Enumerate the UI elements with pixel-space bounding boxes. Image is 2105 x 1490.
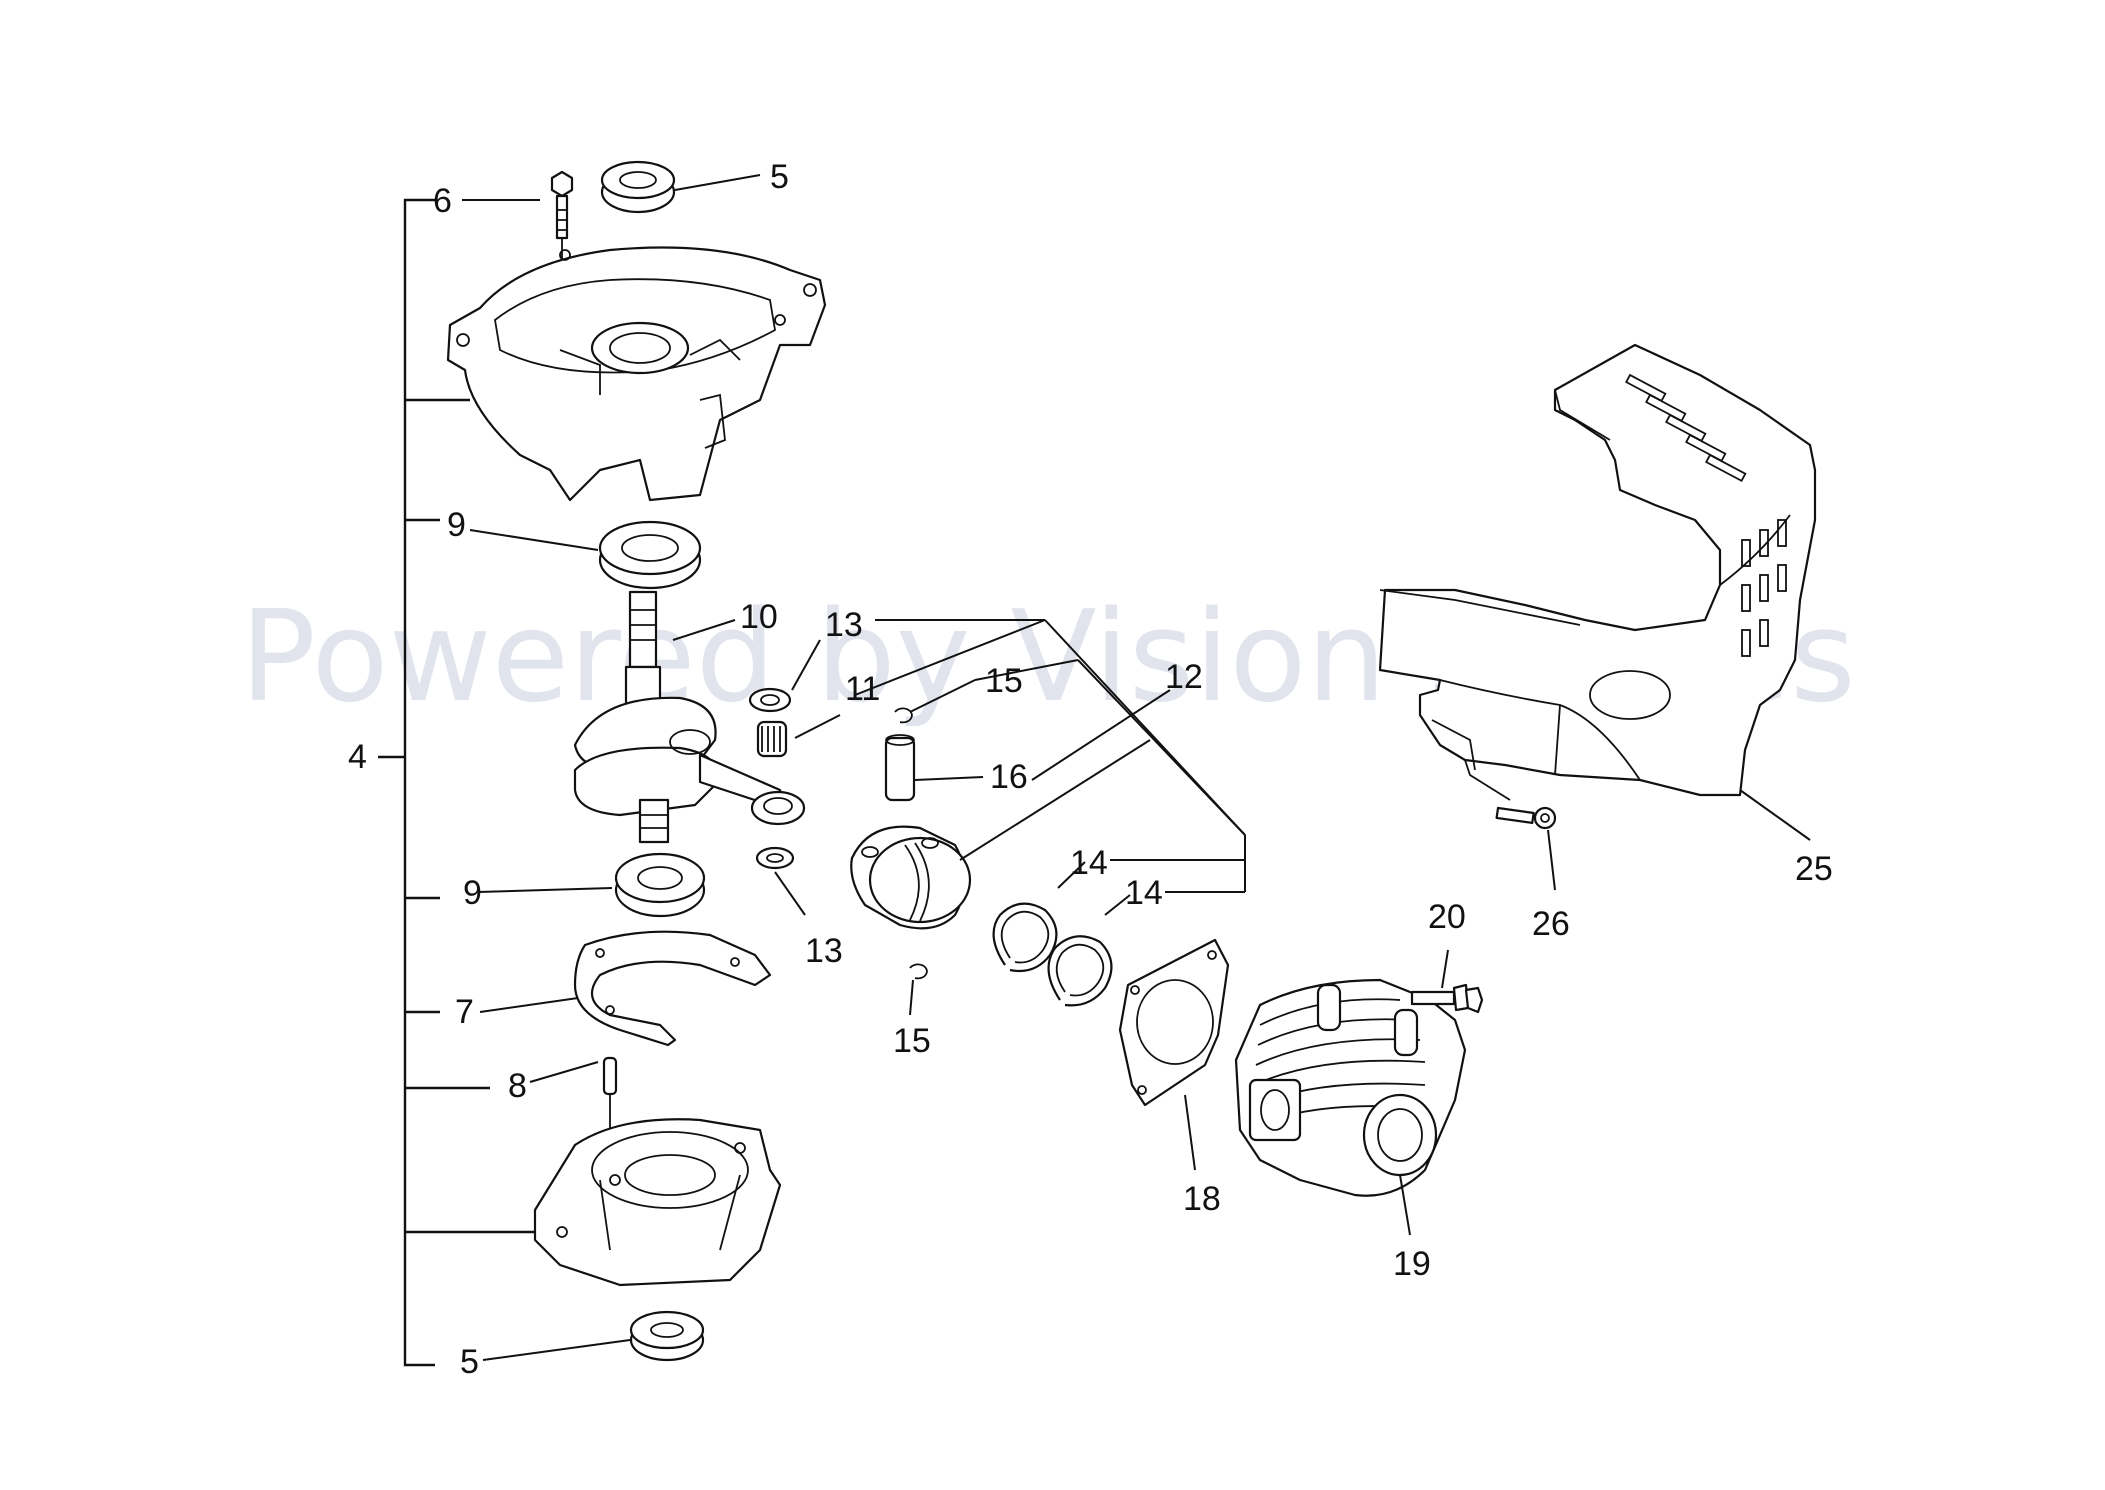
callout-5-top: 5 [770, 158, 789, 196]
callout-15-top: 15 [985, 662, 1023, 700]
cylinder-cover [1378, 343, 1817, 797]
callout-18: 18 [1183, 1180, 1221, 1218]
washer-bottom [755, 846, 795, 870]
callout-5-bottom: 5 [460, 1343, 479, 1381]
piston [850, 825, 972, 930]
bearing-top [598, 520, 702, 590]
circlip-bottom [909, 963, 928, 980]
crankshaft [573, 590, 806, 844]
callout-7: 7 [455, 993, 474, 1031]
callout-6: 6 [433, 182, 452, 220]
piston-ring-b [1047, 935, 1113, 1007]
callout-14-b: 14 [1125, 874, 1163, 912]
upper-crankcase [446, 246, 827, 502]
leader-lines [462, 174, 1811, 1361]
oil-seal-bottom [629, 1310, 705, 1362]
callout-9-top: 9 [447, 506, 466, 544]
cover-vent-slots [1625, 373, 1787, 657]
callout-14-a: 14 [1070, 844, 1108, 882]
circlip-top [894, 707, 913, 724]
callout-16: 16 [990, 758, 1028, 796]
callout-13-top: 13 [825, 606, 863, 644]
piston-pin [884, 734, 916, 802]
washer-top [748, 687, 792, 713]
dowel-pin [602, 1056, 618, 1096]
cylinder [1234, 978, 1467, 1197]
piston-ring-a [992, 902, 1058, 973]
callout-19: 19 [1393, 1245, 1431, 1283]
callout-11: 11 [845, 670, 880, 708]
callout-9-bottom: 9 [463, 874, 482, 912]
callout-26: 26 [1532, 905, 1570, 943]
assembly-bracket-4 [378, 198, 540, 1367]
oil-seal-top [600, 160, 676, 214]
bearing-bottom [614, 852, 706, 918]
callout-labels: 4 5 5 6 7 8 9 9 10 11 12 13 13 14 14 15 … [348, 158, 1833, 1381]
callout-13-bottom: 13 [805, 932, 843, 970]
crankcase-gasket [573, 930, 772, 1047]
cover-screw-26 [1464, 759, 1557, 830]
needle-bearing [756, 720, 788, 758]
callout-8: 8 [508, 1067, 527, 1105]
callout-25: 25 [1795, 850, 1833, 888]
callout-20: 20 [1428, 898, 1466, 936]
cylinder-gasket [1118, 938, 1230, 1107]
callout-4: 4 [348, 738, 367, 776]
callout-10: 10 [740, 598, 778, 636]
callout-15-bottom: 15 [893, 1022, 931, 1060]
lower-crankcase [533, 1118, 782, 1287]
callout-12: 12 [1165, 658, 1203, 696]
bolt-20 [1410, 983, 1484, 1014]
